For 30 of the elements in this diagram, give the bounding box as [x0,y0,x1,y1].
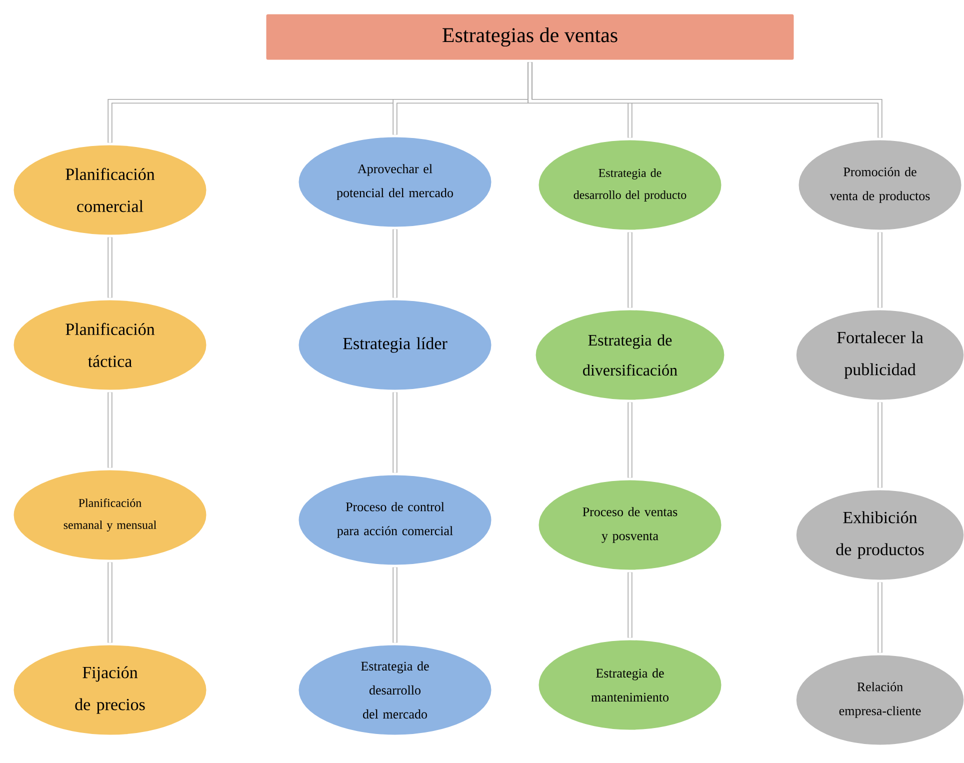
connector-line [108,237,112,298]
connector-line [528,62,882,138]
connector-line [878,582,882,653]
ellipse-node: Promoción de venta de productos [796,138,964,232]
ellipse-node: Proceso de control para acción comercial [296,472,494,568]
connector-line [108,392,112,468]
connector-line [628,232,632,308]
connector-line [628,572,632,638]
connector-line [878,232,882,308]
ellipse-node: Fijación de precios [11,642,209,738]
ellipse-node: Estrategia de mantenimiento [536,638,724,732]
ellipse-node: Estrategia de desarrollo del producto [536,138,724,232]
ellipse-node: Aprovechar el potencial del mercado [296,134,494,230]
ellipse-node: Planificación comercial [11,142,209,238]
ellipse-node: Exhibición de productos [794,488,964,582]
connector-line [392,392,398,473]
connector-line [878,402,882,488]
ellipse-node: Fortalecer la publicidad [794,308,964,402]
ellipse-node: Estrategia de diversificación [533,308,727,402]
connector-line [392,229,398,298]
ellipse-node: Estrategia de desarrollo del mercado [296,642,494,738]
connector-line [108,562,112,643]
ellipse-node: Proceso de ventas y posventa [536,478,724,572]
ellipse-node: Planificación táctica [11,298,209,392]
ellipse-node: Relación empresa-cliente [794,652,964,748]
title-box: Estrategias de ventas [264,12,796,62]
ellipse-node: Planificación semanal y mensual [11,468,209,562]
connector-line [628,402,632,478]
connector-line [392,567,398,643]
ellipse-node: Estrategia líder [296,298,494,392]
